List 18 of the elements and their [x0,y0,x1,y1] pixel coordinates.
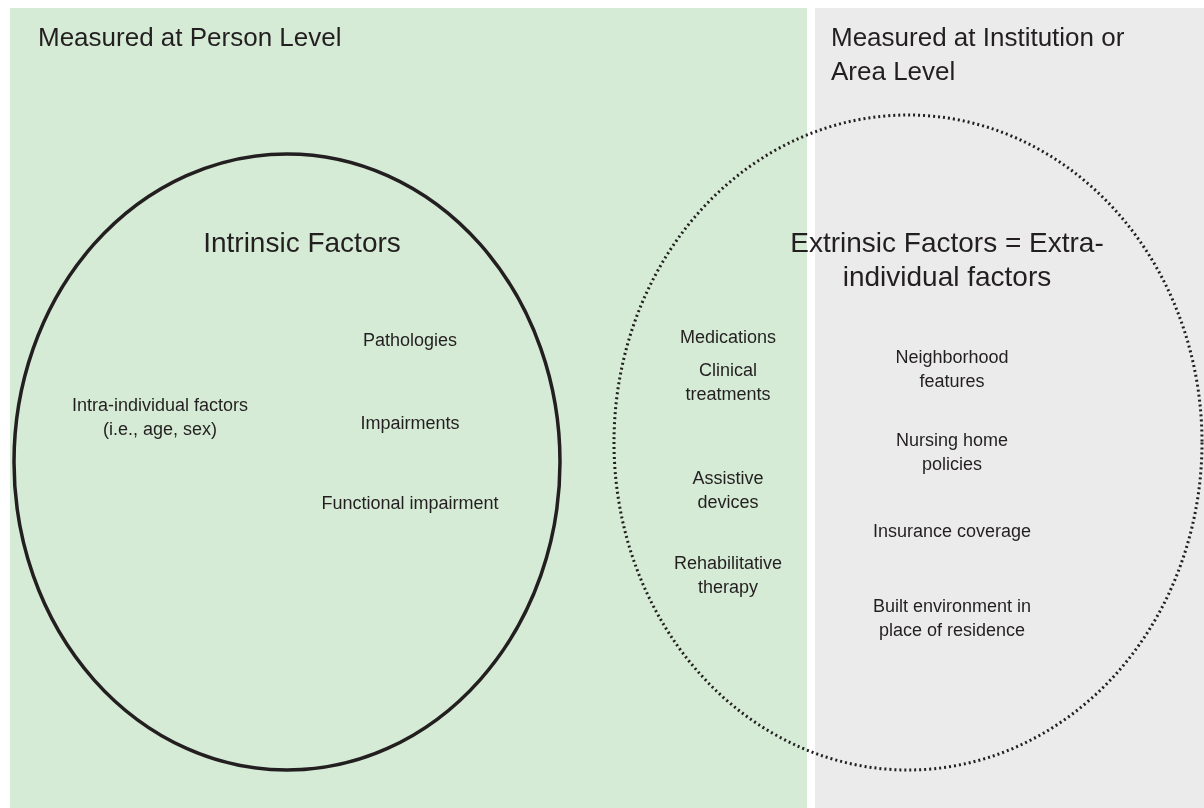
factor-label: Rehabilitative therapy [672,552,784,599]
circle-outline [12,152,562,772]
factor-label: Nursing home policies [894,429,1010,476]
factor-label: Neighborhood features [894,346,1010,393]
factor-label: Functional impairment [320,492,500,515]
factor-label: Medications [678,326,777,349]
factor-label: Intra-individual factors (i.e., age, sex) [70,394,250,441]
factor-label: Clinical treatments [684,359,772,406]
factor-label: Assistive devices [691,467,765,514]
factor-label: Pathologies [361,329,459,352]
factor-label: Built environment in place of residence [871,595,1033,642]
dashed-circle-outline [612,113,1204,772]
factor-label: Insurance coverage [871,520,1033,543]
circle-heading: Extrinsic Factors = Extra-individual factors [789,226,1105,294]
panel-heading: Measured at Person Level [38,21,343,54]
circle-heading: Intrinsic Factors [202,226,402,260]
factor-label: Impairments [359,412,461,435]
panel-heading: Measured at Institution or Area Level [831,21,1126,88]
